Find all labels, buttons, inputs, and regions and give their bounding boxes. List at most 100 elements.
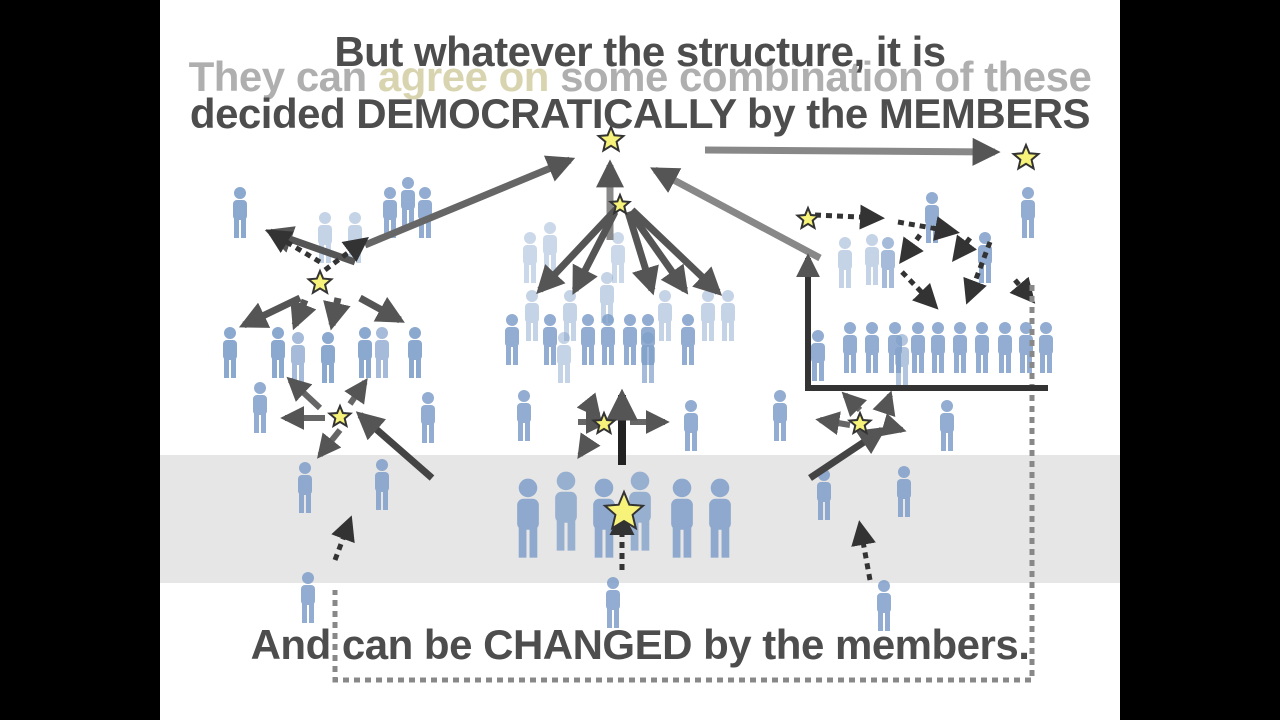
person-icon — [517, 478, 539, 558]
arrow-icon — [704, 137, 1001, 166]
dotted-return-path — [332, 285, 1035, 683]
star-icon — [1011, 142, 1041, 171]
person-icon — [811, 330, 825, 381]
arrow-icon — [238, 294, 302, 329]
star-icon — [326, 403, 354, 429]
dotted-arrow-icon — [331, 515, 355, 561]
arrow-icon — [290, 298, 317, 331]
person-icon — [321, 332, 335, 383]
person-icon — [773, 390, 787, 441]
person-icon — [895, 334, 909, 385]
person-icon — [671, 478, 693, 558]
person-icon — [843, 322, 857, 373]
ghost-caption-highlight: agree on — [377, 53, 550, 100]
star-icon — [306, 268, 334, 295]
ghost-caption-after: some combination of these — [548, 53, 1092, 100]
person-icon — [401, 177, 415, 228]
person-icon — [658, 290, 672, 341]
arrow-icon — [650, 166, 822, 262]
arrow-icon — [808, 426, 887, 481]
person-icon — [1039, 322, 1053, 373]
organization-diagram — [223, 124, 1053, 683]
star-icon — [846, 410, 874, 436]
dotted-arrow-icon — [814, 204, 885, 230]
person-icon — [253, 382, 267, 433]
person-icon — [641, 332, 655, 383]
star-icon — [608, 192, 632, 216]
arrow-icon — [624, 210, 659, 296]
caption-bottom: And can be CHANGED by the members. — [250, 621, 1030, 668]
person-icon — [543, 222, 557, 273]
person-icon — [684, 400, 698, 451]
person-icon — [975, 322, 989, 373]
person-icon — [998, 322, 1012, 373]
person-icon — [721, 290, 735, 341]
person-icon — [408, 327, 422, 378]
star-icon — [596, 124, 626, 153]
person-icon — [953, 322, 967, 373]
person-icon — [911, 322, 925, 373]
ghost-caption-before: They can — [188, 53, 378, 100]
ghost-caption: They can agree on some combination of th… — [160, 54, 1120, 100]
arrow-icon — [344, 378, 368, 406]
dotted-arrow-icon — [265, 229, 322, 265]
arrow-icon — [571, 210, 619, 295]
arrow-icon — [264, 226, 357, 266]
arrow-icon — [323, 297, 351, 331]
person-icon — [375, 459, 389, 510]
person-icon — [517, 390, 531, 441]
arrow-icon — [815, 411, 851, 435]
person-icon — [418, 187, 432, 238]
person-icon — [925, 192, 939, 243]
slide: They can agree on some combination of th… — [160, 0, 1120, 720]
dotted-arrow-icon — [900, 270, 939, 310]
star-icon — [794, 205, 822, 231]
caption-line-2: decided DEMOCRATICALLY by the MEMBERS — [189, 90, 1091, 137]
person-icon — [421, 392, 435, 443]
person-icon — [301, 572, 315, 623]
person-icon — [543, 314, 557, 365]
dotted-arrow-icon — [1009, 276, 1036, 304]
arrow-icon — [880, 413, 907, 437]
dotted-arrow-icon — [899, 233, 924, 265]
arrow-icon — [355, 411, 435, 481]
caption-line-1: But whatever the structure, it is — [334, 28, 946, 75]
person-icon — [940, 400, 954, 451]
person-icon — [709, 478, 731, 558]
arrow-icon — [576, 392, 601, 419]
arrow-icon — [577, 432, 601, 459]
arrow-icon — [627, 209, 689, 295]
person-icon — [865, 234, 879, 285]
person-icon — [555, 471, 577, 551]
person-icon — [298, 462, 312, 513]
person-icon — [291, 332, 305, 383]
arrow-icon — [317, 428, 343, 459]
person-icon — [931, 322, 945, 373]
person-icon — [701, 290, 715, 341]
person-icon — [358, 327, 372, 378]
person-icon — [523, 232, 537, 283]
person-icon — [865, 322, 879, 373]
star-icon — [590, 410, 618, 436]
person-icon — [817, 469, 831, 520]
dotted-arrow-icon — [851, 520, 876, 581]
person-icon — [681, 314, 695, 365]
person-icon — [557, 332, 571, 383]
person-icon — [593, 478, 615, 558]
person-icon — [581, 314, 595, 365]
arrow-icon — [841, 391, 868, 418]
dotted-arrow-icon — [897, 216, 960, 241]
arrow-icon — [358, 294, 405, 324]
hierarchy-frame — [796, 253, 1048, 391]
person-icon — [375, 327, 389, 378]
arrow-icon — [536, 202, 623, 295]
arrow-icon — [363, 155, 576, 249]
arrow-icon — [286, 376, 323, 411]
person-icon — [505, 314, 519, 365]
person-icon — [348, 212, 362, 263]
arrow-icon — [872, 390, 896, 418]
dotted-arrow-icon — [952, 234, 977, 262]
person-icon — [623, 314, 637, 365]
person-icon — [271, 327, 285, 378]
person-icon — [233, 187, 247, 238]
